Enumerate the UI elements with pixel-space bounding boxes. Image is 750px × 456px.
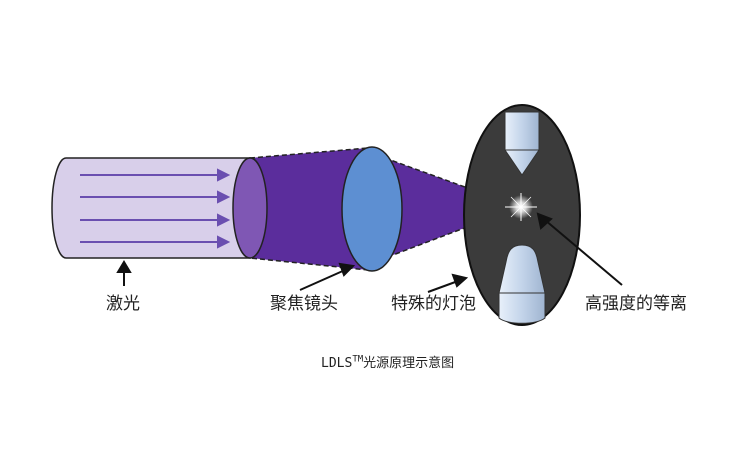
figure-caption: LDLSTM光源原理示意图 bbox=[321, 352, 454, 371]
pointer-arrows bbox=[116, 212, 623, 293]
label-laser: 激光 bbox=[106, 294, 140, 314]
caption-prefix: LDLS bbox=[321, 356, 353, 371]
label-focusing-lens: 聚焦镜头 bbox=[270, 294, 338, 314]
bottom-electrode bbox=[498, 244, 546, 324]
cylinder-end bbox=[232, 157, 268, 259]
caption-suffix: 光源原理示意图 bbox=[363, 356, 455, 371]
label-plasma: 高强度的等离 bbox=[585, 294, 687, 314]
label-special-bulb: 特殊的灯泡 bbox=[391, 294, 476, 314]
top-electrode bbox=[504, 111, 540, 176]
laser-cylinder bbox=[51, 157, 251, 259]
plasma-spark bbox=[505, 193, 537, 221]
laser-arrows bbox=[80, 168, 231, 249]
focusing-lens bbox=[341, 146, 403, 272]
caption-trademark: TM bbox=[352, 354, 364, 365]
